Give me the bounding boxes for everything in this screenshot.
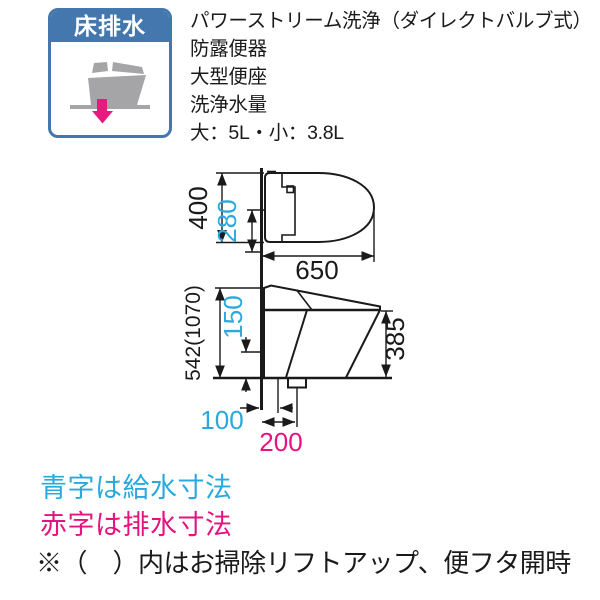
drain-type-pictogram	[51, 42, 169, 135]
dim-label-supply-from-wall: 100	[200, 405, 243, 435]
plan-button-detail	[286, 185, 295, 194]
side-front-slope	[345, 309, 381, 378]
toilet-body-shape	[88, 75, 146, 105]
floor-line-shape	[70, 105, 150, 109]
dimension-labels: 400 280 650 542(1070) 150 385 100 200	[182, 186, 410, 457]
toilet-lid-small-shape	[92, 62, 108, 73]
side-lid-crease	[296, 290, 313, 311]
spec-line-flush-volume-values: 大：5L・小：3.8L	[190, 122, 344, 144]
dim-label-plan-width: 400	[183, 186, 213, 229]
spec-list: パワーストリーム洗浄（ダイレクトバルブ式） 防露便器 大型便座 洗浄水量 大：5…	[190, 7, 595, 147]
spec-line-flush-system: パワーストリーム洗浄（ダイレクトバルブ式）	[190, 10, 592, 32]
dim-label-drain-from-wall: 200	[259, 427, 302, 457]
side-dimensions	[215, 287, 393, 427]
drain-socket	[287, 378, 307, 389]
dim-label-supply-height: 150	[218, 295, 248, 338]
side-pedestal-slope	[285, 309, 308, 378]
plan-dimensions	[216, 172, 375, 262]
drain-type-badge: 床排水	[48, 8, 172, 138]
dim-label-plan-supply-offset: 280	[212, 199, 242, 242]
spec-line-flush-volume-title: 洗浄水量	[190, 94, 267, 116]
down-arrow-icon	[92, 99, 113, 124]
dim-label-seat-height: 385	[380, 317, 410, 360]
plan-outline	[264, 172, 376, 243]
spec-line-seat-size: 大型便座	[190, 66, 267, 88]
spec-line-anticondensation: 防露便器	[190, 38, 267, 60]
toilet-lid-large-shape	[112, 62, 144, 74]
side-lid-outline	[263, 284, 381, 311]
supply-dimension-note: 青字は給水寸法	[40, 473, 233, 503]
plan-lid-step-line	[281, 173, 296, 242]
drain-dimension-note: 赤字は排水寸法	[40, 510, 233, 540]
lift-up-caption: ※（ ）内はお掃除リフトアップ、便フタ開時	[36, 548, 571, 578]
dim-label-plan-depth: 650	[295, 255, 338, 285]
dim-label-total-height: 542(1070)	[182, 285, 205, 381]
toilet-floor-drain-icon	[70, 62, 150, 124]
drain-type-label: 床排水	[51, 11, 169, 42]
plan-view	[264, 170, 376, 243]
